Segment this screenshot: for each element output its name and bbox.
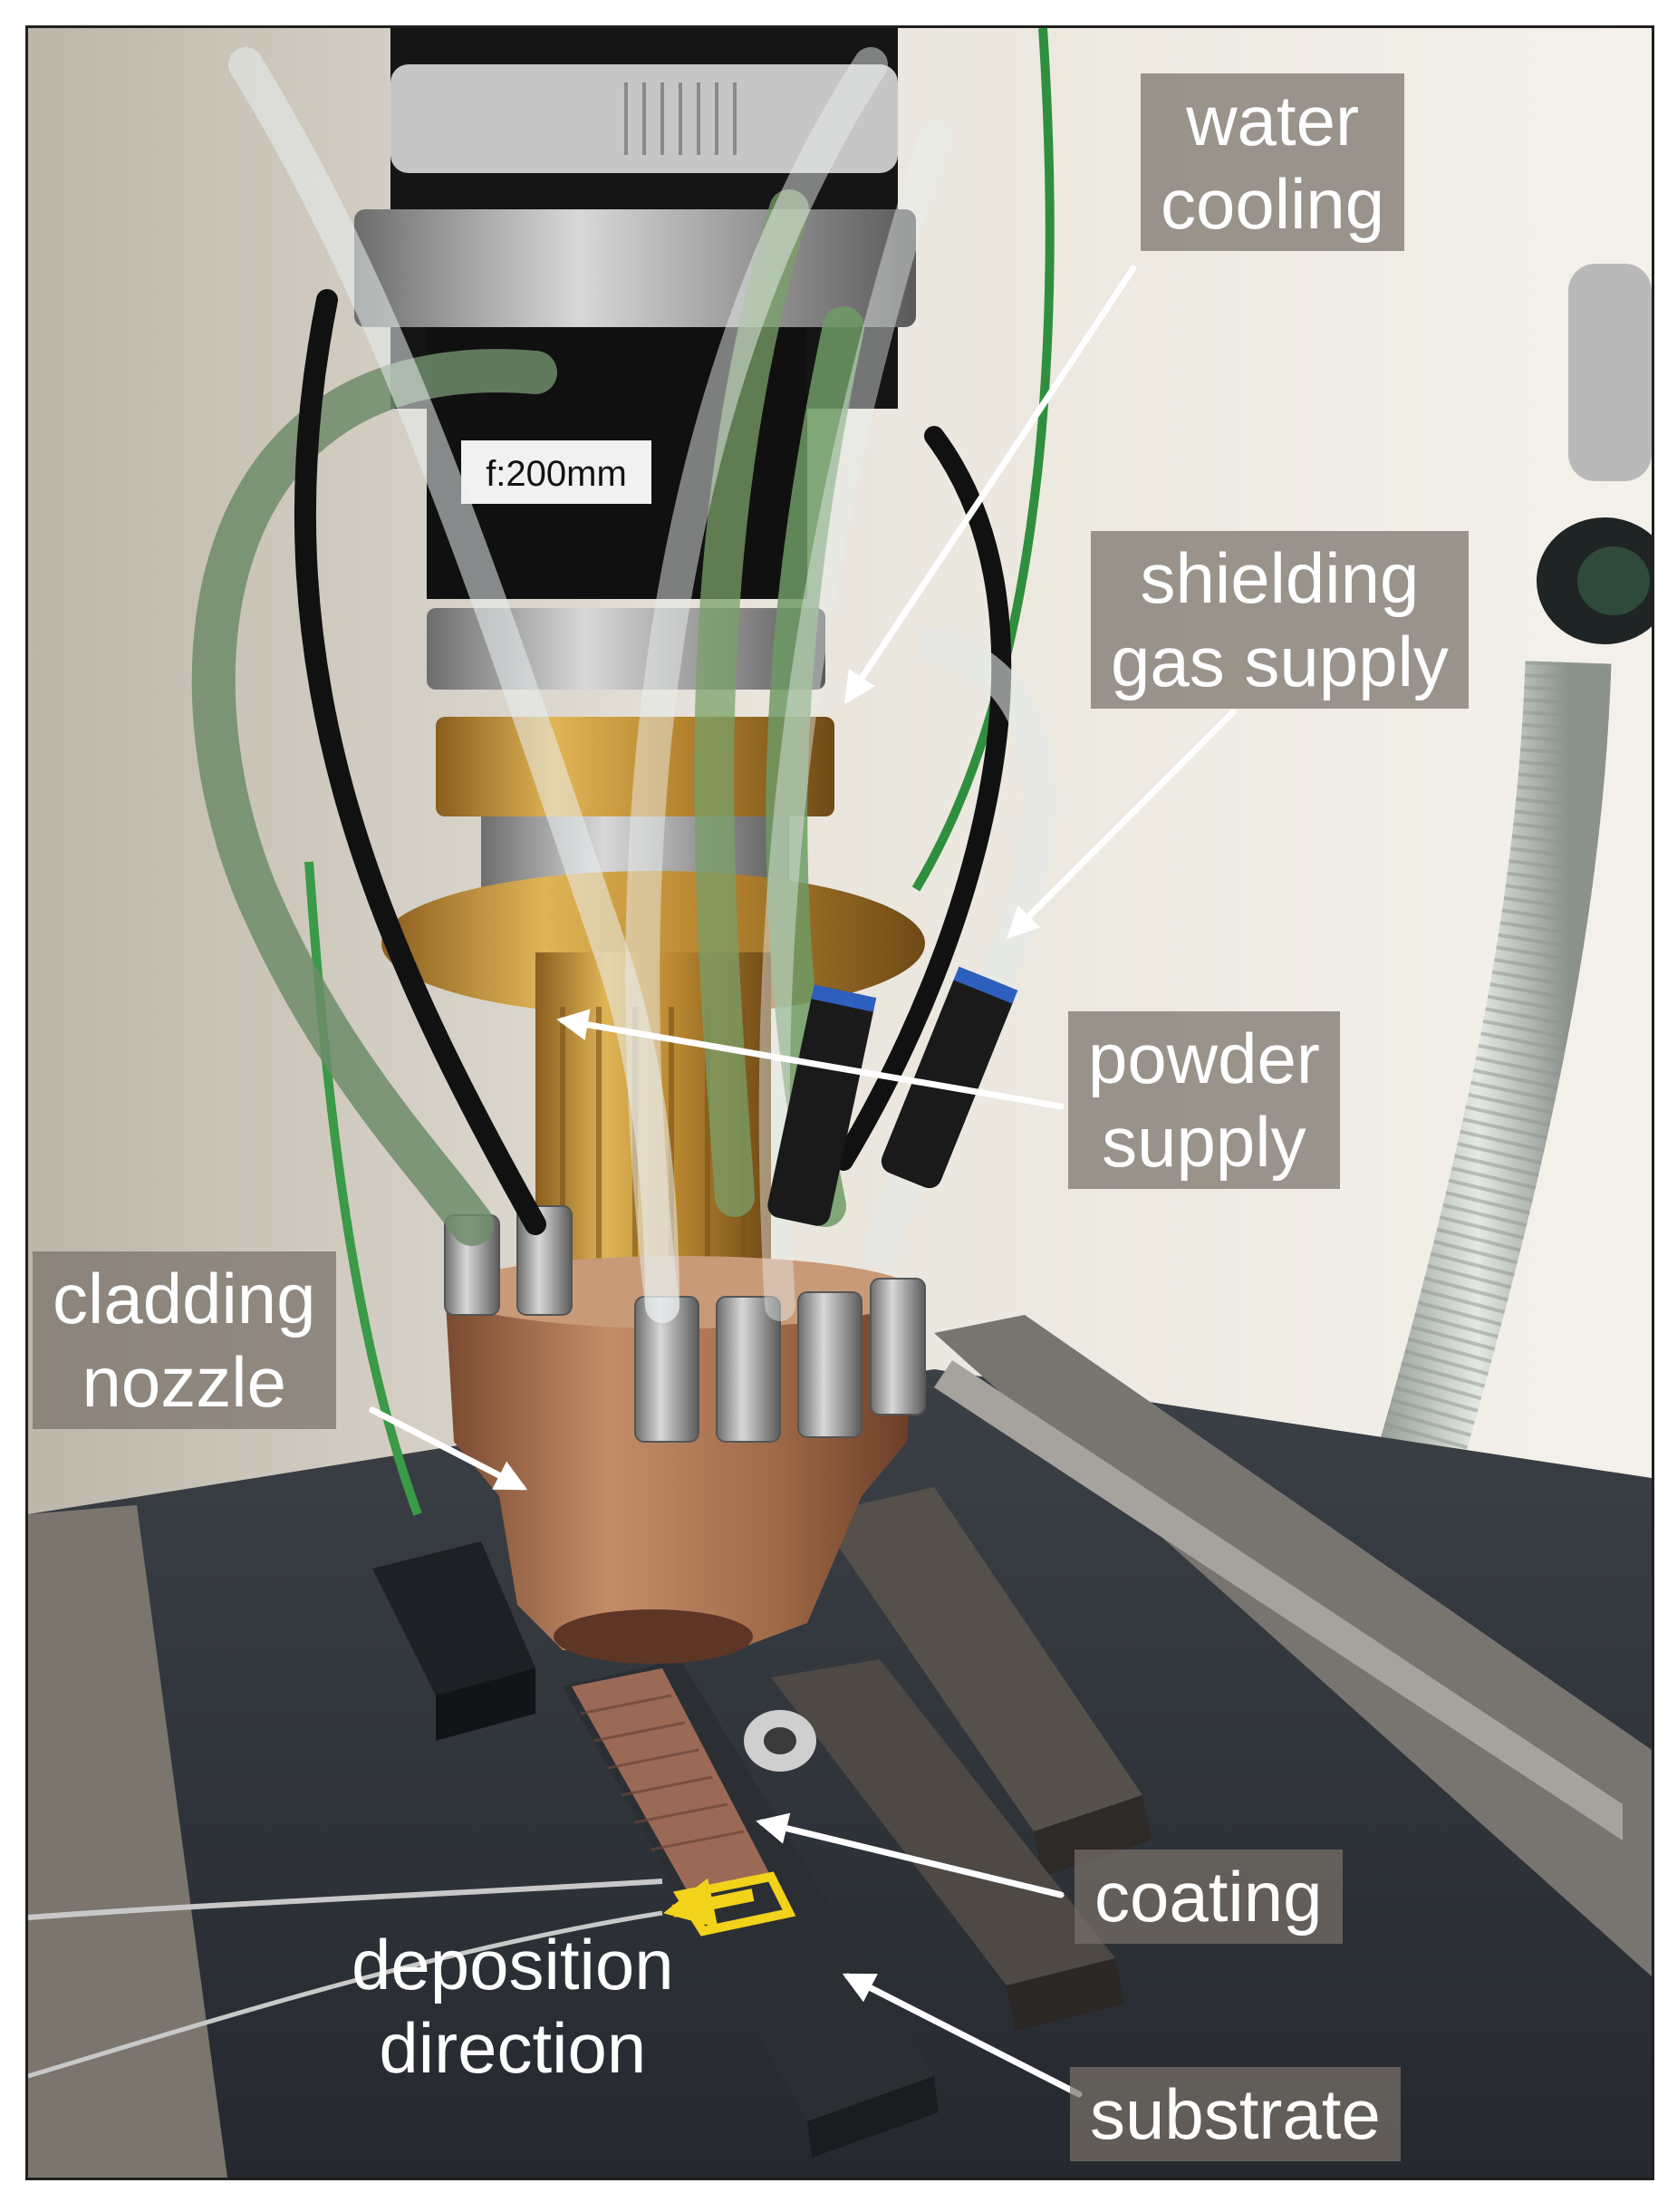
label-powder-supply-line1: powder <box>1088 1019 1320 1098</box>
label-water-cooling: water cooling <box>1141 73 1405 251</box>
steel-bar-center <box>771 1659 1115 1985</box>
focal-length-label-plate <box>461 440 651 504</box>
black-cable-right <box>834 426 1012 1171</box>
black-cable-left <box>294 289 546 1235</box>
water-cooling-arrow <box>844 265 1137 704</box>
substrate-arrow <box>842 1973 1083 2098</box>
water-hose-left <box>191 349 557 1246</box>
green-wire-left <box>304 861 422 1516</box>
label-powder-supply-line2: supply <box>1102 1102 1306 1182</box>
cladding-setup-illustration: f:200mm <box>28 28 1652 2178</box>
label-shielding-gas-line1: shielding <box>1140 538 1420 618</box>
flexible-exhaust-hose <box>1345 661 1612 1581</box>
label-deposition-line1: deposition <box>352 1925 674 2004</box>
table-frame <box>28 1505 227 2178</box>
label-shielding-gas-line2: gas supply <box>1111 622 1449 701</box>
label-water-cooling-line2: cooling <box>1161 164 1385 244</box>
clear-powder-hose-3 <box>758 121 949 1321</box>
cladding-nozzle-arrow <box>369 1406 528 1491</box>
nozzle-tip <box>554 1609 753 1664</box>
label-deposition-line2: direction <box>379 2008 647 2088</box>
focal-length-label: f:200mm <box>486 454 627 494</box>
label-coating-line1: coating <box>1094 1857 1323 1937</box>
label-cladding-nozzle: cladding nozzle <box>33 1251 336 1429</box>
lab-photo: f:200mm <box>25 25 1654 2180</box>
label-substrate: substrate <box>1070 2067 1401 2161</box>
green-wire-right <box>911 28 1055 892</box>
shielding-gas-arrow <box>1007 709 1237 939</box>
label-deposition-direction: deposition direction <box>332 1917 694 2095</box>
label-cladding-nozzle-line2: nozzle <box>82 1342 287 1422</box>
coating-arrow <box>756 1812 1065 1898</box>
powder-supply-arrow <box>556 1009 1065 1110</box>
annotation-arrows <box>369 265 1237 2098</box>
label-powder-supply: powder supply <box>1068 1011 1340 1189</box>
steel-bar-right <box>816 1487 1142 1831</box>
water-hose-center <box>694 189 809 1217</box>
label-coating: coating <box>1075 1850 1343 1944</box>
foil-wrapped-fixture <box>1568 264 1652 481</box>
thermocouple-wire <box>28 1879 663 1920</box>
label-cladding-nozzle-line1: cladding <box>53 1259 316 1338</box>
coating-track <box>572 1668 771 1895</box>
push-in-connectors <box>767 966 1018 1226</box>
label-substrate-line1: substrate <box>1090 2074 1381 2154</box>
clear-powder-hose-2 <box>625 47 888 1323</box>
steel-block-left <box>372 1541 535 1695</box>
label-shielding-gas-supply: shielding gas supply <box>1091 531 1469 709</box>
label-water-cooling-line1: water <box>1186 81 1359 160</box>
